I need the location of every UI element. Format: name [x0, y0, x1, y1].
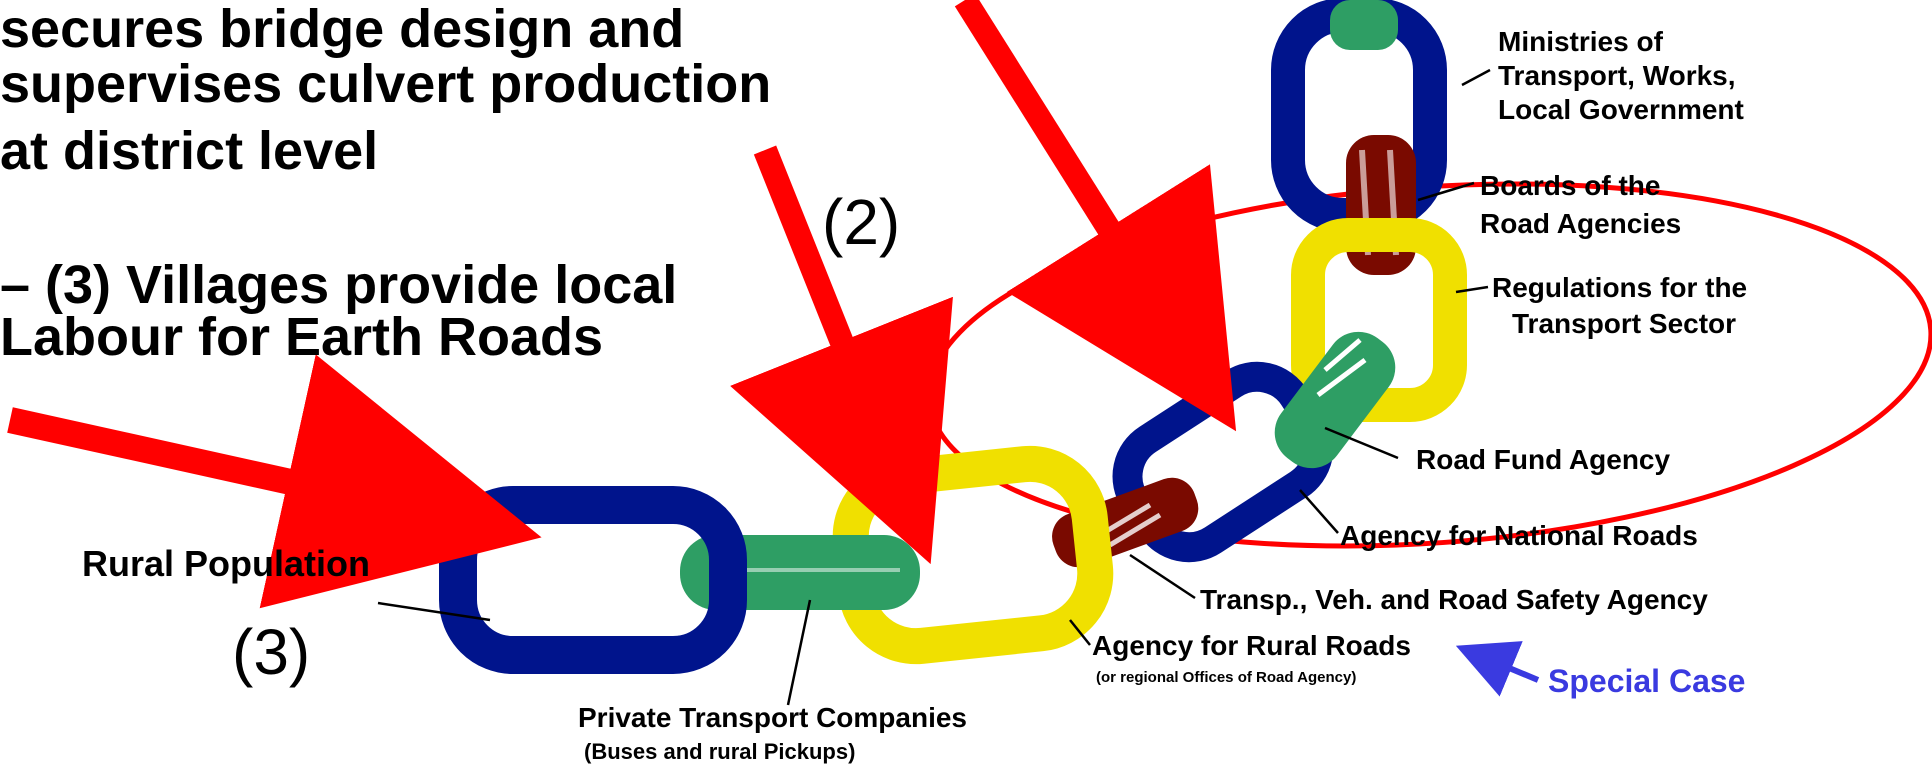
link-regulations	[1291, 218, 1467, 422]
number-3: (3)	[232, 616, 311, 688]
arrow-2	[730, 145, 953, 565]
label-rural-roads: Agency for Rural Roads	[1092, 630, 1411, 661]
text-line-2: supervises culvert production	[0, 54, 772, 114]
text-line-5: Labour for Earth Roads	[0, 307, 604, 367]
arrow-1	[954, 0, 1237, 432]
label-boards-2: Road Agencies	[1480, 208, 1682, 239]
special-case-arrow	[1455, 641, 1540, 697]
label-national: Agency for National Roads	[1340, 520, 1698, 551]
label-ministries-1: Ministries of	[1498, 26, 1663, 57]
label-private-transport-sub: (Buses and rural Pickups)	[584, 739, 856, 764]
label-rural-roads-sub: (or regional Offices of Road Agency)	[1096, 669, 1357, 686]
label-regulations-1: Regulations for the	[1492, 272, 1748, 303]
label-ministries-3: Local Government	[1498, 94, 1744, 125]
number-2: (2)	[822, 186, 901, 258]
label-ministries-2: Transport, Works,	[1498, 60, 1736, 91]
link-boards	[1346, 135, 1416, 275]
link-road-fund	[1274, 331, 1396, 469]
label-special-case: Special Case	[1548, 663, 1746, 699]
label-boards-1: Boards of the	[1480, 170, 1661, 201]
text-line-4: – (3) Villages provide local	[0, 255, 678, 315]
text-line-3: at district level	[0, 121, 379, 181]
label-private-transport: Private Transport Companies	[578, 702, 968, 733]
link-ministries-top-green	[1330, 0, 1398, 50]
label-rural-population: Rural Population	[82, 543, 370, 584]
label-road-fund: Road Fund Agency	[1416, 444, 1671, 475]
label-regulations-2: Transport Sector	[1512, 308, 1737, 339]
text-line-1: secures bridge design and	[0, 0, 685, 59]
label-transp: Transp., Veh. and Road Safety Agency	[1200, 584, 1708, 615]
arrow-3	[7, 354, 542, 609]
